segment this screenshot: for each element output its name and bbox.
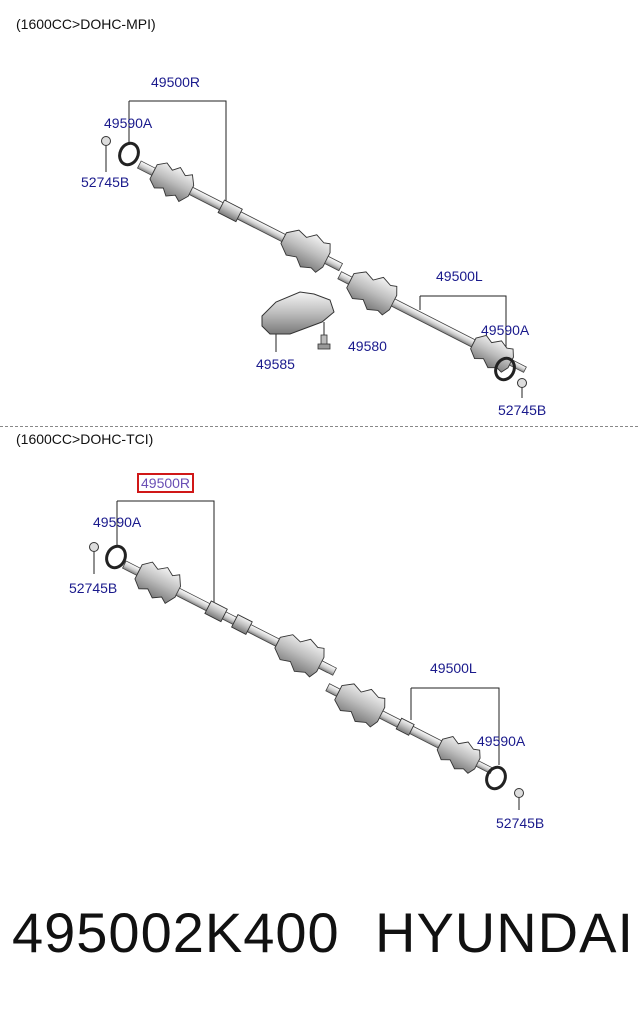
label-bracket[interactable]: 49585: [256, 356, 295, 372]
mpi-bolt: [317, 334, 331, 350]
label-shaft-r-highlighted[interactable]: 49500R: [137, 473, 195, 493]
label-shaft-l[interactable]: 49500L: [430, 660, 477, 676]
label-bearing-l[interactable]: 49590A: [481, 322, 530, 338]
tci-leader-lines: [93, 500, 520, 810]
label-shaft-r[interactable]: 49500R: [151, 74, 201, 90]
tci-nut-l: [514, 788, 524, 798]
label-bearing-l[interactable]: 49590A: [477, 733, 526, 749]
mpi-leader-lines: [105, 100, 523, 398]
label-nut-l[interactable]: 52745B: [498, 402, 547, 418]
tci-shaft-49500l: [325, 683, 494, 775]
label-nut-l[interactable]: 52745B: [496, 815, 545, 831]
mpi-bearing-r: [118, 141, 140, 167]
section-title-tci: (1600CC>DOHC-TCI): [16, 431, 154, 447]
tci-bearing-l: [485, 765, 507, 791]
mpi-bracket: [261, 291, 335, 335]
mpi-bearing-l: [494, 356, 516, 382]
section-divider: [0, 426, 638, 427]
tci-shaft-49500r: [121, 560, 337, 678]
part-number: 495002K400: [12, 901, 340, 964]
tci-assembly: [89, 500, 524, 810]
label-bearing-r[interactable]: 49590A: [93, 514, 142, 530]
label-bearing-r[interactable]: 49590A: [104, 115, 153, 131]
mpi-nut-r: [101, 136, 111, 146]
label-nut-r[interactable]: 52745B: [69, 580, 118, 596]
mpi-assembly: [101, 100, 527, 398]
mpi-nut-l: [517, 378, 527, 388]
mpi-shaft-49500l: [337, 271, 527, 373]
section-title-mpi: (1600CC>DOHC-MPI): [16, 16, 156, 32]
tci-bearing-r: [105, 544, 127, 570]
label-bolt[interactable]: 49580: [348, 338, 387, 354]
brand-name: HYUNDAI: [375, 901, 635, 964]
label-nut-r[interactable]: 52745B: [81, 174, 130, 190]
footer-caption: 495002K400 HYUNDAI: [0, 870, 638, 1017]
diagram-drawing: [89, 100, 527, 810]
mpi-shaft-49500r: [136, 160, 344, 273]
tci-nut-r: [89, 542, 99, 552]
label-shaft-l[interactable]: 49500L: [436, 268, 483, 284]
parts-diagram: (1600CC>DOHC-MPI) 49500R 49590A 52745B 4…: [0, 16, 638, 831]
